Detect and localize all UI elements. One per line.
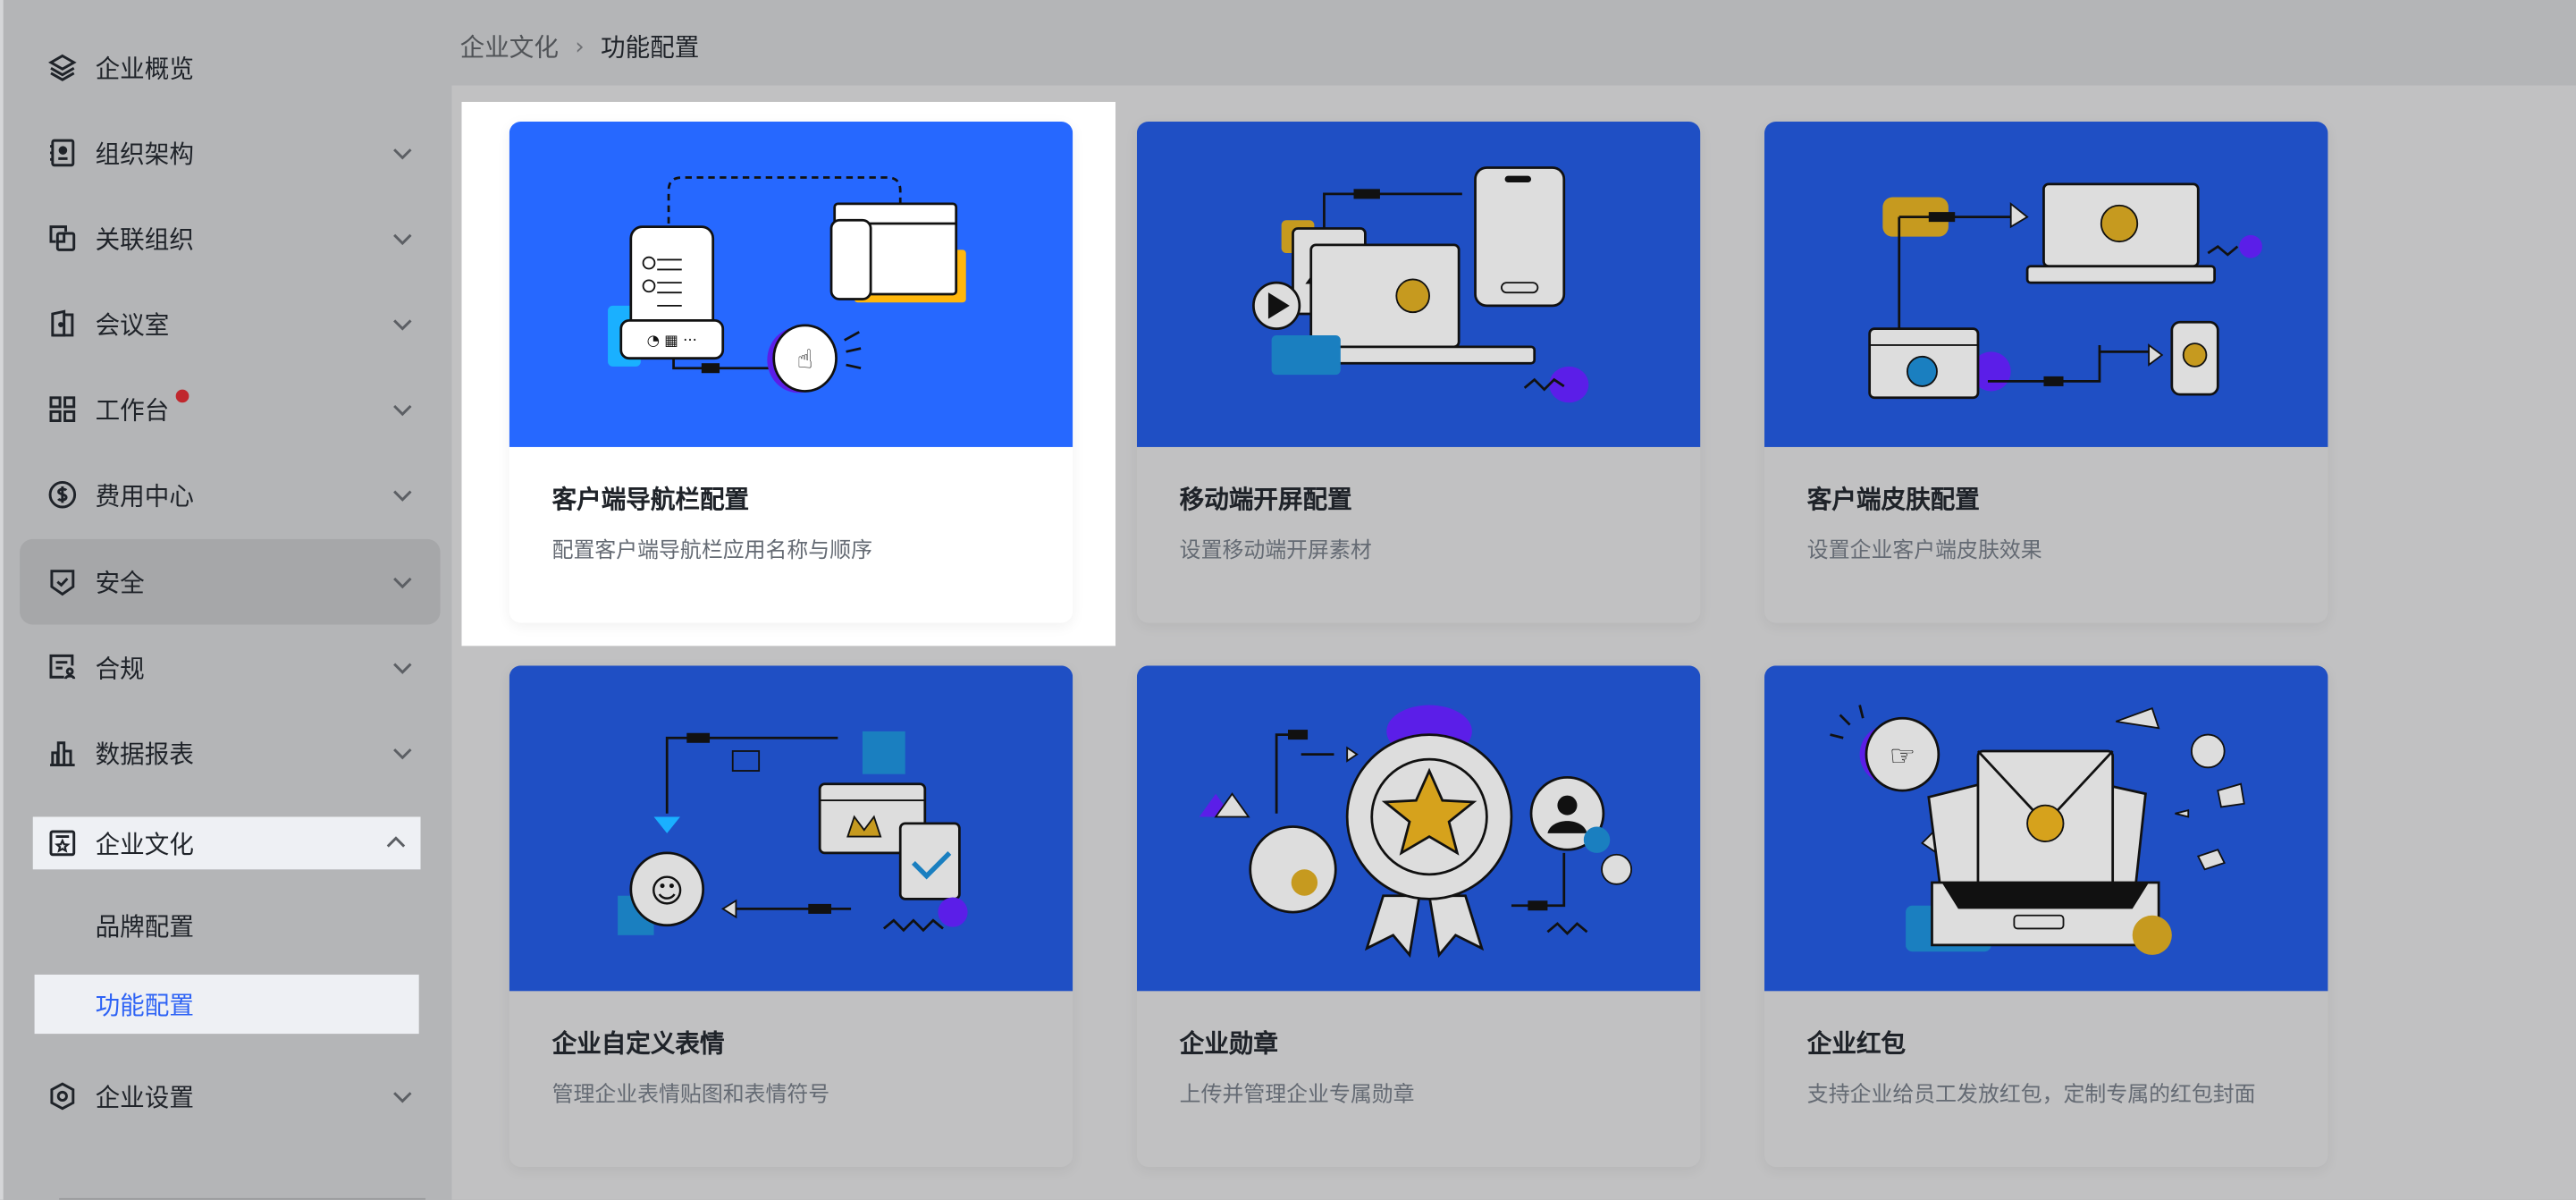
card-mobile-splash-config[interactable]: 移动端开屏配置 设置移动端开屏素材	[1136, 122, 1701, 623]
card-red-packet[interactable]: ☞ 企业红包 支持企业给员工发放红包，定制专属的红包封面	[1764, 665, 2328, 1167]
sidebar-item-label: 企业设置	[95, 1082, 194, 1112]
breadcrumb: 企业文化 › 功能配置	[460, 30, 700, 64]
sidebar-item-label: 合规	[95, 653, 145, 683]
card-illustration	[1764, 122, 2328, 447]
chevron-up-icon	[386, 836, 406, 848]
card-title: 企业红包	[1806, 1028, 1907, 1059]
card-client-navbar-config[interactable]: ◔ ▦ ··· ☝ 客户端导航栏配置 配置客户端导航栏应用名称与顺序	[509, 122, 1073, 623]
card-description: 上传并管理企业专属勋章	[1179, 1083, 1415, 1108]
sidebar-item-label: 安全	[95, 568, 145, 598]
sidebar-item-org-structure[interactable]: 组织架构	[20, 112, 441, 194]
sidebar-item-workplace[interactable]: 工作台	[20, 368, 441, 451]
sidebar-subitem-label: 品牌配置	[95, 911, 194, 942]
card-description: 设置移动端开屏素材	[1179, 538, 1372, 564]
bar-chart-icon	[46, 736, 79, 769]
sidebar-item-label: 工作台	[95, 395, 170, 426]
card-description: 配置客户端导航栏应用名称与顺序	[551, 538, 873, 564]
svg-text:☝: ☝	[797, 344, 813, 375]
door-icon	[46, 308, 79, 341]
chevron-down-icon	[393, 577, 412, 589]
sidebar-item-culture[interactable]: 企业文化	[32, 816, 421, 870]
contacts-book-icon	[46, 137, 79, 170]
dollar-circle-icon	[46, 478, 79, 511]
sidebar-subitem-brand-config[interactable]: 品牌配置	[35, 896, 419, 955]
breadcrumb-separator-icon: ›	[575, 33, 585, 61]
card-client-skin-config[interactable]: 客户端皮肤配置 设置企业客户端皮肤效果	[1764, 122, 2328, 623]
chevron-down-icon	[393, 490, 412, 502]
svg-text:☺: ☺	[650, 872, 684, 910]
star-frame-icon	[46, 827, 79, 860]
skin-illustration-icon	[1868, 182, 2262, 400]
chevron-down-icon	[393, 663, 412, 674]
sidebar-divider	[59, 1197, 426, 1200]
card-title: 企业勋章	[1179, 1028, 1278, 1059]
sidebar-item-label: 组织架构	[95, 139, 194, 169]
sidebar-subitem-feature-config[interactable]: 功能配置	[34, 974, 419, 1035]
card-enterprise-medal[interactable]: 企业勋章 上传并管理企业专属勋章	[1136, 665, 1701, 1167]
compliance-doc-icon	[46, 651, 79, 684]
card-title: 企业自定义表情	[551, 1028, 725, 1059]
card-illustration	[1136, 665, 1701, 992]
sidebar-item-overview[interactable]: 企业概览	[20, 26, 441, 108]
card-description: 管理企业表情贴图和表情符号	[551, 1083, 830, 1108]
navbar-illustration-icon: ◔ ▦ ··· ☝	[608, 176, 966, 393]
sidebar-item-label: 费用中心	[95, 480, 194, 511]
sidebar: 企业概览 组织架构 关联组织 会议室 工作台 费用	[0, 0, 452, 1200]
sidebar-item-billing[interactable]: 费用中心	[20, 453, 441, 536]
card-title: 移动端开屏配置	[1179, 485, 1352, 515]
breadcrumb-current: 功能配置	[601, 32, 700, 63]
layers-icon	[46, 51, 79, 84]
sidebar-item-compliance[interactable]: 合规	[20, 626, 441, 708]
sidebar-item-label: 数据报表	[95, 739, 194, 769]
svg-text:◔ ▦ ···: ◔ ▦ ···	[647, 332, 697, 349]
sidebar-item-meeting-room[interactable]: 会议室	[20, 283, 441, 365]
card-description: 支持企业给员工发放红包，定制专属的红包封面	[1806, 1083, 2256, 1108]
mobile-splash-illustration-icon	[1252, 166, 1589, 403]
chevron-down-icon	[393, 748, 412, 760]
sidebar-item-label: 企业概览	[95, 53, 194, 83]
grid-icon	[46, 393, 79, 426]
breadcrumb-parent-link[interactable]: 企业文化	[459, 32, 559, 63]
red-packet-illustration-icon: ☞	[1830, 705, 2245, 955]
sidebar-item-label: 企业文化	[95, 829, 194, 859]
linked-org-icon	[46, 222, 79, 255]
chevron-down-icon	[393, 233, 412, 246]
chevron-down-icon	[393, 1092, 412, 1103]
sidebar-item-security[interactable]: 安全	[20, 538, 441, 625]
card-description: 设置企业客户端皮肤效果	[1806, 538, 2042, 564]
sidebar-item-linked-org[interactable]: 关联组织	[20, 198, 441, 280]
emoji-illustration-icon: ☺	[618, 731, 968, 935]
card-illustration: ☺	[509, 665, 1073, 992]
hex-gear-icon	[46, 1080, 79, 1113]
card-title: 客户端导航栏配置	[551, 485, 750, 515]
sidebar-item-label: 会议室	[95, 309, 170, 340]
chevron-down-icon	[393, 319, 412, 331]
chevron-down-icon	[393, 148, 412, 160]
chevron-down-icon	[393, 404, 412, 417]
notification-dot	[175, 389, 189, 403]
card-custom-emoji[interactable]: ☺ 企业自定义表情 管理企业表情贴图和表情符号	[509, 665, 1073, 1167]
shield-check-icon	[46, 565, 79, 598]
sidebar-item-reports[interactable]: 数据报表	[20, 712, 441, 794]
sidebar-subitem-label: 功能配置	[95, 990, 194, 1020]
svg-text:☞: ☞	[1890, 739, 1916, 773]
card-illustration: ☞	[1764, 665, 2328, 992]
card-illustration	[1136, 122, 1701, 447]
medal-illustration-icon	[1199, 705, 1633, 959]
card-illustration: ◔ ▦ ··· ☝	[509, 122, 1073, 447]
card-title: 客户端皮肤配置	[1806, 485, 1980, 515]
sidebar-item-label: 关联组织	[95, 224, 194, 254]
sidebar-item-enterprise-settings[interactable]: 企业设置	[20, 1055, 441, 1137]
